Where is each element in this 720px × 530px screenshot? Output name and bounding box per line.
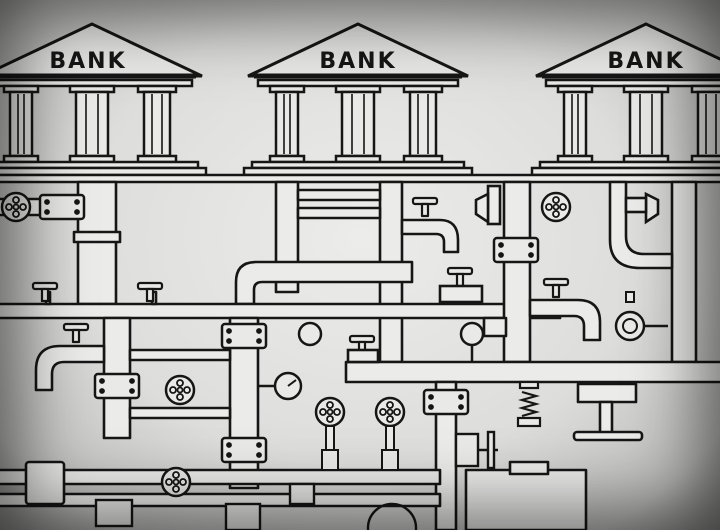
bank-label-left: BANK [49, 49, 126, 74]
spring-icon [516, 380, 542, 428]
bank-label-right: BANK [607, 49, 684, 74]
bank-building-icon: BANK [244, 24, 472, 175]
bank-building-icon: BANK [0, 24, 206, 175]
bank-building-icon: BANK [532, 24, 720, 175]
pressure-gauge-icon [0, 191, 668, 498]
pipe-network-icon [0, 173, 720, 530]
bank-label-center: BANK [319, 49, 396, 74]
